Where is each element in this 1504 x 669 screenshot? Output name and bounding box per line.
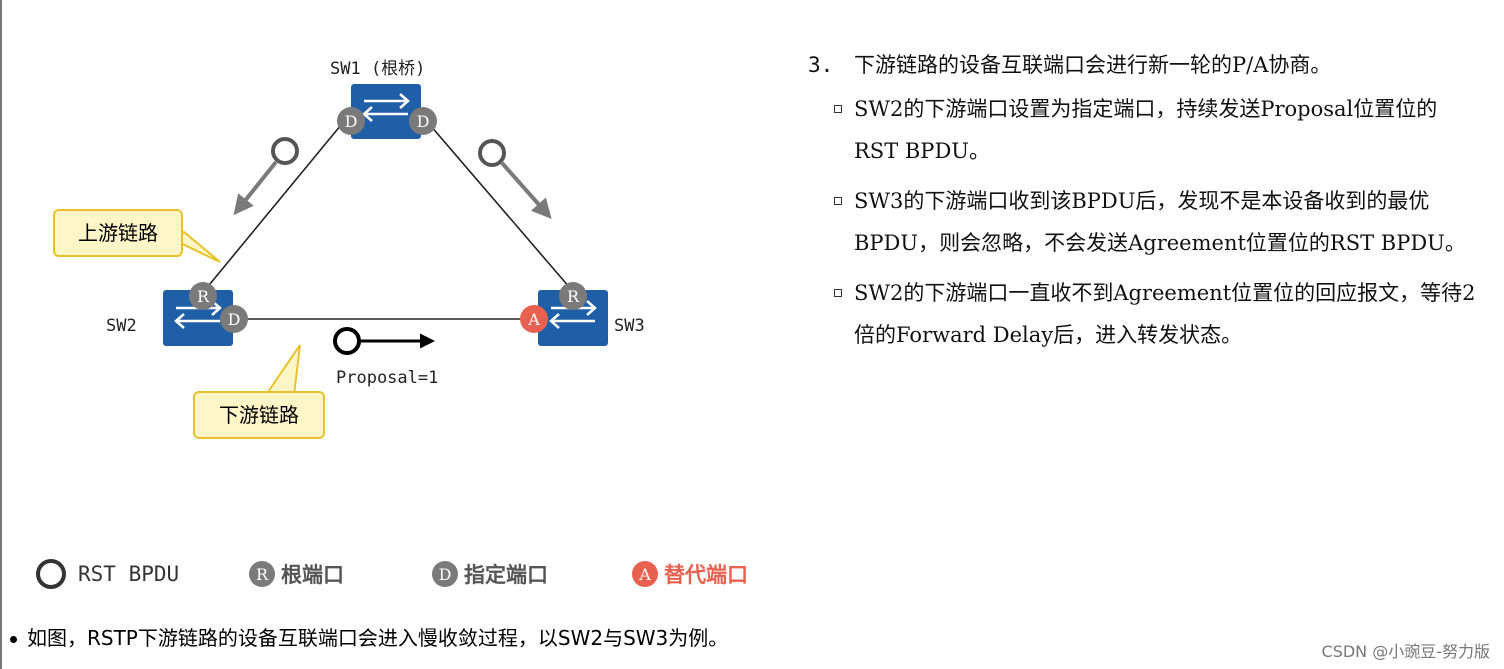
list-item: SW3的下游端口收到该BPDU后，发现不是本设备收到的最优BPDU，则会忽略，不… [808,180,1478,264]
step-number: 3. [808,53,834,77]
list-item-text: SW3的下游端口收到该BPDU后，发现不是本设备收到的最优BPDU，则会忽略，不… [854,189,1466,255]
topology-diagram: D D R D R A [163,84,608,396]
bpdu-circle-icon [478,139,506,167]
legend-root-port: R 根端口 [249,556,344,592]
legend-alternate-port: A 替代端口 [632,556,748,592]
alternate-port-icon: A [632,561,658,587]
legend-designated-port: D 指定端口 [432,556,548,592]
proposal-label: Proposal=1 [336,368,439,388]
sw3-port-a: A [520,305,548,333]
bottom-note: 如图，RSTP下游链路的设备互联端口会进入慢收敛过程，以SW2与SW3为例。 [10,622,728,651]
svg-text:A: A [527,310,540,329]
square-bullet-icon [834,197,842,205]
root-port-icon: R [249,561,275,587]
sw3-label: SW3 [614,316,645,336]
sw1-port-d-right: D [409,107,437,135]
square-bullet-icon [834,289,842,297]
sw1-port-d-left: D [337,107,365,135]
legend-alternate-label: 替代端口 [664,563,748,587]
left-border [0,0,2,669]
bullet-icon [10,636,17,643]
switch-sw2 [163,290,233,346]
sw1-label: SW1 (根桥) [330,59,426,79]
legend-root-label: 根端口 [281,563,344,587]
svg-text:D: D [417,112,430,131]
svg-text:D: D [345,112,358,131]
upstream-callout: 上游链路 [53,209,183,257]
downstream-callout-tail [264,344,301,396]
sw3-port-r: R [559,282,587,310]
bpdu-circle-icon [333,327,361,355]
svg-text:R: R [197,287,210,306]
link-sw1-sw2 [204,124,342,291]
legend-designated-label: 指定端口 [464,563,548,587]
svg-text:R: R [567,287,580,306]
list-item-text: SW2的下游端口一直收不到Agreement位置位的回应报文，等待2倍的Forw… [854,281,1476,347]
list-item-text: SW2的下游端口设置为指定端口，持续发送Proposal位置位的RST BPDU… [854,97,1438,163]
sw2-port-r: R [189,282,217,310]
sw2-port-d: D [220,305,248,333]
steps-list: 3. 下游链路的设备互联端口会进行新一轮的P/A协商。 SW2的下游端口设置为指… [808,44,1478,364]
switch-sw1 [351,84,421,139]
list-item: SW2的下游端口一直收不到Agreement位置位的回应报文，等待2倍的Forw… [808,272,1478,356]
step-heading: 3. 下游链路的设备互联端口会进行新一轮的P/A协商。 [808,44,1478,86]
legend-bpdu-label: RST BPDU [78,562,180,586]
bpdu-circle-icon [36,559,66,589]
list-item: SW2的下游端口设置为指定端口，持续发送Proposal位置位的RST BPDU… [808,88,1478,172]
sw2-label: SW2 [106,316,137,336]
link-sw1-sw3 [429,124,571,289]
watermark: CSDN @小豌豆-努力版 [1321,642,1490,661]
downstream-callout: 下游链路 [193,391,325,439]
bottom-note-text: 如图，RSTP下游链路的设备互联端口会进入慢收敛过程，以SW2与SW3为例。 [27,626,729,650]
square-bullet-icon [834,105,842,113]
legend-bpdu: RST BPDU [36,556,179,592]
bpdu-circle-icon [271,137,299,165]
svg-text:D: D [228,310,241,329]
bpdu-arrow-sw1-sw2 [233,137,299,216]
proposal-arrow [333,327,435,355]
designated-port-icon: D [432,561,458,587]
bpdu-arrow-sw1-sw3 [478,139,552,219]
step-heading-text: 下游链路的设备互联端口会进行新一轮的P/A协商。 [854,53,1332,77]
switch-sw3 [538,290,608,346]
